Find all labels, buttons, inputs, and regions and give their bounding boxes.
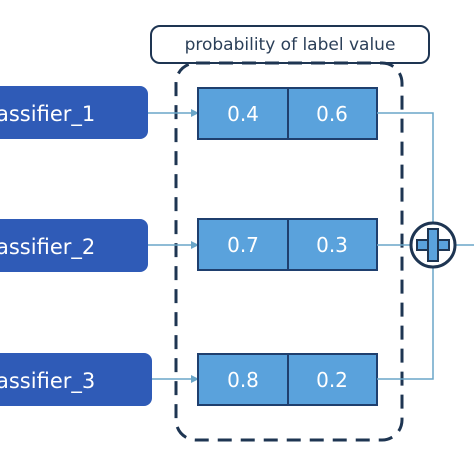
prob-value-1a: 0.4 bbox=[227, 102, 259, 126]
classifier-label-2: assifier_2 bbox=[0, 235, 95, 260]
prob-value-3a: 0.8 bbox=[227, 368, 259, 392]
classifier-label-1: assifier_1 bbox=[0, 102, 95, 127]
prob-value-2b: 0.3 bbox=[316, 233, 348, 257]
prob-cell-1b bbox=[287, 87, 378, 140]
combine-connectors bbox=[377, 112, 474, 380]
classifier-label-3: assifier_3 bbox=[0, 369, 95, 394]
header-label: probability of label value bbox=[185, 35, 396, 55]
header-box: probability of label value bbox=[150, 25, 430, 64]
classifier-box-1 bbox=[0, 86, 148, 139]
prob-cell-2b bbox=[287, 218, 378, 271]
classifier-row-2: assifier_2 0.7 0.3 bbox=[0, 218, 378, 272]
prob-cell-3a bbox=[197, 353, 289, 406]
classifier-box-2 bbox=[0, 219, 148, 272]
classifier-box-3 bbox=[0, 353, 152, 406]
classifier-row-1: assifier_1 0.4 0.6 bbox=[0, 86, 378, 140]
prob-value-3b: 0.2 bbox=[316, 368, 348, 392]
prob-value-1b: 0.6 bbox=[316, 102, 348, 126]
probability-group-frame bbox=[174, 61, 404, 442]
prob-value-2a: 0.7 bbox=[227, 233, 259, 257]
classifier-row-3: assifier_3 0.8 0.2 bbox=[0, 353, 378, 406]
plus-circle-icon bbox=[409, 221, 457, 269]
prob-cell-3b bbox=[287, 353, 378, 406]
